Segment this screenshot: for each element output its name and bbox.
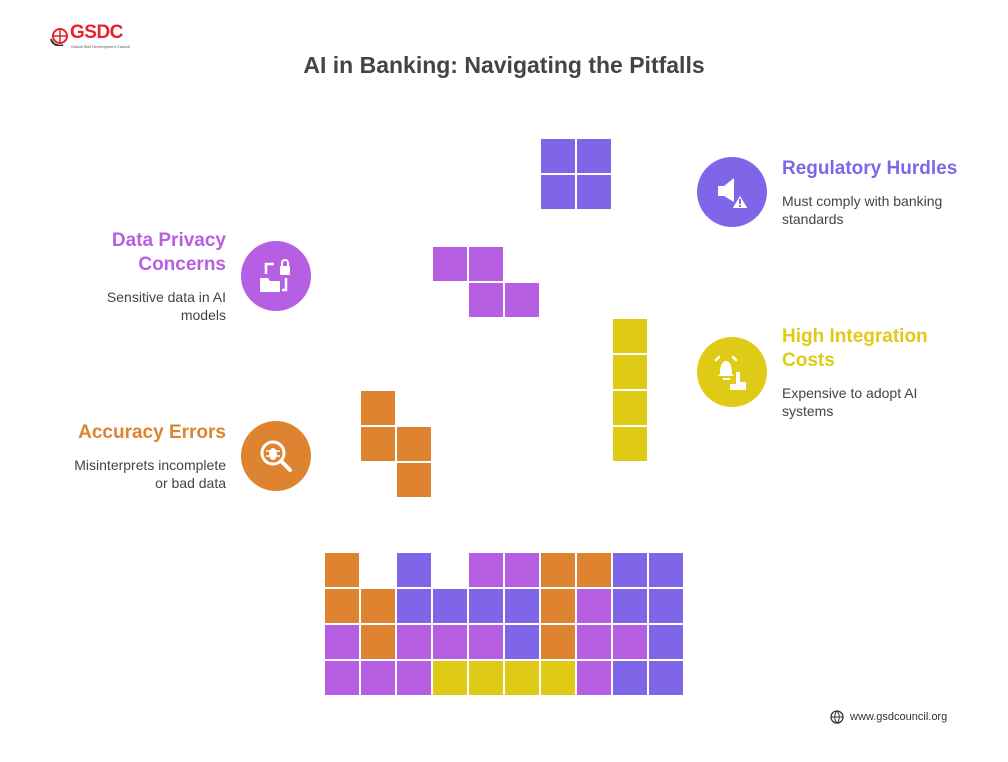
- stack-block: [541, 553, 575, 587]
- desc-line: or bad data: [155, 475, 226, 491]
- desc-line: standards: [782, 211, 844, 227]
- stack-block: [397, 661, 431, 695]
- stack-block: [577, 661, 611, 695]
- integration-costs-circle: [697, 337, 767, 407]
- stack-block: [541, 589, 575, 623]
- megaphone-warning-icon: [718, 178, 751, 210]
- stack-block: [433, 661, 467, 695]
- yellow-i-piece-block: [613, 427, 647, 461]
- stack-block: [613, 553, 647, 587]
- logo-subtitle: Global Skill Development Council: [71, 44, 131, 49]
- item-title: High Integration Costs: [782, 325, 928, 373]
- orange-s-piece-block: [361, 427, 395, 461]
- stack-block: [361, 661, 395, 695]
- item-title: Data Privacy Concerns: [112, 229, 226, 277]
- item-title: Accuracy Errors: [78, 422, 226, 443]
- yellow-i-piece-block: [613, 319, 647, 353]
- stack-block: [397, 553, 431, 587]
- title-line: High Integration: [782, 326, 928, 347]
- stack-block: [397, 625, 431, 659]
- purple-z-piece-block: [469, 283, 503, 317]
- bug-search-icon: [260, 440, 292, 472]
- blue-square-piece-block: [577, 139, 611, 173]
- orange-s-piece-block: [397, 427, 431, 461]
- stack-block: [613, 625, 647, 659]
- stack-block: [505, 661, 539, 695]
- title-line: Costs: [782, 350, 835, 371]
- desc-line: Expensive to adopt AI: [782, 385, 918, 401]
- desc-line: systems: [782, 403, 834, 419]
- stack-block: [325, 661, 359, 695]
- stack-block: [397, 589, 431, 623]
- desc-line: Sensitive data in AI: [106, 289, 226, 305]
- stack-block: [325, 625, 359, 659]
- globe-icon: [830, 710, 844, 724]
- stack-block: [469, 661, 503, 695]
- stack-block: [505, 553, 539, 587]
- item-description: Must comply with banking standards: [782, 192, 942, 228]
- desc-line: models: [180, 307, 226, 323]
- desc-line: Must comply with banking: [782, 193, 943, 209]
- desc-line: Misinterprets incomplete: [74, 457, 226, 473]
- alarm-hand-icon: [714, 355, 746, 390]
- stack-block: [649, 589, 683, 623]
- data-privacy-circle: [241, 241, 311, 311]
- item-title: Regulatory Hurdles: [782, 158, 958, 179]
- stack-block: [577, 625, 611, 659]
- stack-block: [361, 589, 395, 623]
- stack-block: [541, 661, 575, 695]
- stack-block: [613, 589, 647, 623]
- stack-block: [433, 589, 467, 623]
- title-line: Data Privacy: [111, 230, 226, 251]
- accuracy-errors-circle: [241, 421, 311, 491]
- folder-lock-icon: [260, 259, 290, 292]
- purple-z-piece-block: [469, 247, 503, 281]
- stack-block: [469, 625, 503, 659]
- stack-block: [649, 661, 683, 695]
- blue-square-piece-block: [541, 175, 575, 209]
- orange-s-piece-block: [397, 463, 431, 497]
- stack-block: [361, 625, 395, 659]
- footer: www.gsdcouncil.org: [830, 710, 947, 724]
- regulatory-circle: [697, 157, 767, 227]
- stack-block: [649, 625, 683, 659]
- stack-block: [577, 553, 611, 587]
- logo-text: GSDC: [70, 22, 123, 43]
- stack-block: [649, 553, 683, 587]
- stack-block: [469, 553, 503, 587]
- globe-logo-icon: [50, 28, 68, 46]
- stack-block: [613, 661, 647, 695]
- stack-block: [433, 625, 467, 659]
- page-title: AI in Banking: Navigating the Pitfalls: [303, 52, 705, 78]
- stack-block: [577, 589, 611, 623]
- item-description: Sensitive data in AI models: [107, 288, 226, 324]
- item-description: Misinterprets incomplete or bad data: [74, 456, 226, 492]
- gsdc-logo: GSDC Global Skill Development Council: [50, 22, 131, 50]
- item-description: Expensive to adopt AI systems: [782, 384, 917, 420]
- blue-square-piece-block: [541, 139, 575, 173]
- purple-z-piece-block: [505, 283, 539, 317]
- blue-square-piece-block: [577, 175, 611, 209]
- yellow-i-piece-block: [613, 391, 647, 425]
- stack-block: [469, 589, 503, 623]
- yellow-i-piece-block: [613, 355, 647, 389]
- orange-s-piece-block: [361, 391, 395, 425]
- title-line: Concerns: [138, 254, 226, 275]
- stack-block: [505, 625, 539, 659]
- stack-block: [325, 553, 359, 587]
- website-link[interactable]: www.gsdcouncil.org: [850, 711, 948, 723]
- stack-block: [325, 589, 359, 623]
- stack-block: [541, 625, 575, 659]
- purple-z-piece-block: [433, 247, 467, 281]
- stack-block: [505, 589, 539, 623]
